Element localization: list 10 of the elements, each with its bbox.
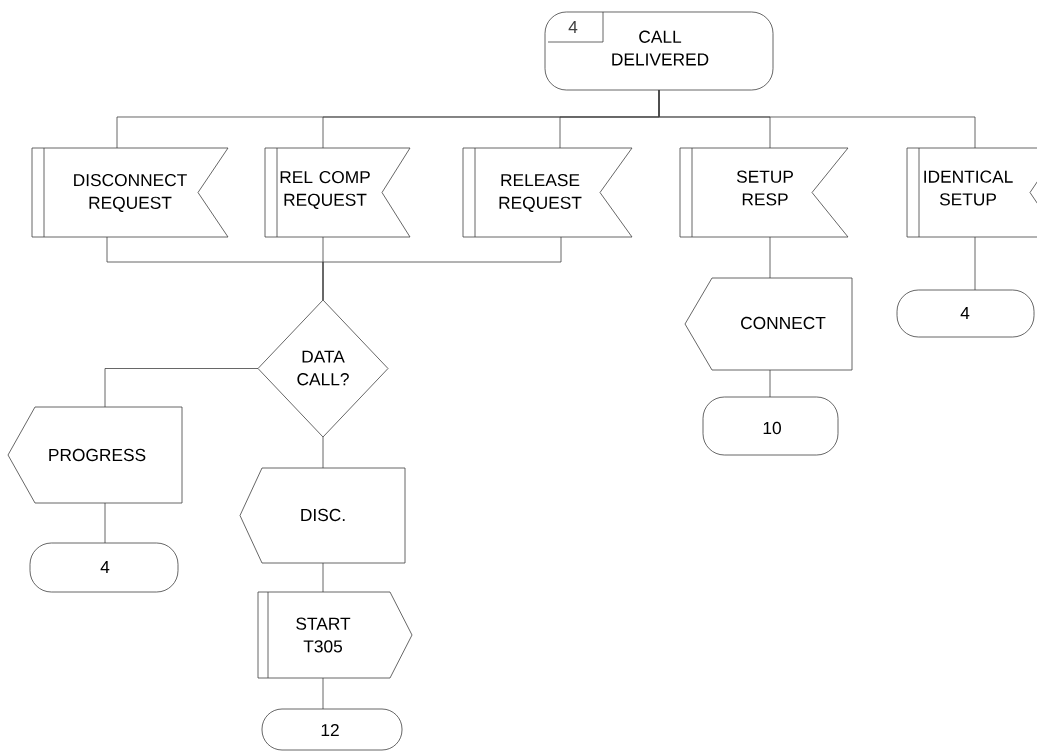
connector-line (658, 89, 976, 149)
connector-line (104, 502, 106, 544)
connector-line (322, 436, 324, 469)
connector-line (322, 236, 562, 301)
connector-line (322, 677, 324, 710)
connector-line (322, 562, 324, 593)
connector-line (104, 368, 259, 408)
connector-line (769, 236, 771, 279)
connector-line (974, 236, 976, 291)
connector-line (769, 369, 771, 398)
